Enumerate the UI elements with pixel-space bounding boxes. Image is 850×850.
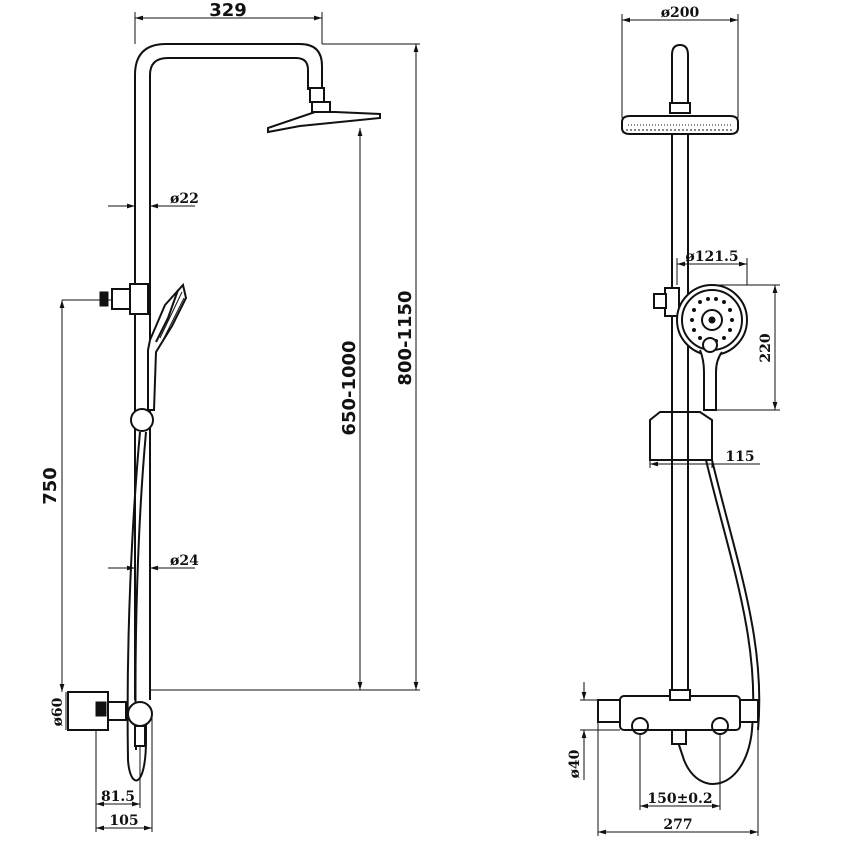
hose-front — [677, 459, 761, 785]
dim-650-1000: 650-1000 — [150, 128, 420, 691]
dim-115-label: 115 — [725, 449, 754, 465]
dim-81-5: 81.5 — [95, 730, 141, 832]
dim-115: 115 — [649, 449, 760, 468]
dim-650-1000-label: 650-1000 — [339, 340, 360, 435]
wall-outlet — [67, 691, 153, 747]
dim-105: 105 — [96, 716, 153, 832]
dim-750-label: 750 — [40, 467, 61, 505]
hand-shower-front — [653, 284, 748, 411]
dim-800-1150-label: 800-1150 — [395, 290, 416, 385]
front-arm — [669, 43, 691, 114]
dim-81-5-label: 81.5 — [101, 789, 135, 805]
dim-750: 750 — [40, 299, 112, 692]
hand-shower-side — [99, 282, 188, 411]
dim-220-label: 220 — [758, 333, 774, 362]
front-view: ø200 ø121.5 220 115 ø — [567, 5, 780, 836]
dim-105-label: 105 — [109, 813, 138, 829]
overhead-shower-head — [267, 87, 381, 134]
slide-knob — [130, 408, 154, 432]
dim-pipe-upper-label: ø22 — [170, 191, 199, 207]
dim-220: 220 — [712, 284, 780, 411]
dim-200-label: ø200 — [661, 5, 700, 21]
dim-valve-height-label: ø40 — [567, 749, 583, 778]
dim-outlet-diameter-label: ø60 — [50, 697, 66, 726]
dim-pipe-lower: ø24 — [108, 553, 199, 571]
dim-329-label: 329 — [209, 0, 247, 21]
dim-200: ø200 — [621, 5, 739, 118]
dim-800-1150: 800-1150 — [322, 43, 420, 690]
dim-pipe-upper: ø22 — [108, 191, 199, 209]
dim-277: 277 — [597, 722, 759, 836]
side-view: 329 ø22 ø24 750 650-1000 — [40, 0, 420, 832]
dim-valve-height: ø40 — [567, 682, 620, 780]
dim-329: 329 — [134, 0, 323, 44]
dim-valve-spacing-label: 150±0.2 — [647, 791, 712, 807]
dim-handset-diameter-label: ø121.5 — [685, 249, 738, 265]
riser-pipe — [134, 43, 323, 700]
dim-valve-spacing: 150±0.2 — [639, 734, 721, 810]
dim-277-label: 277 — [663, 817, 692, 833]
dim-pipe-lower-label: ø24 — [170, 553, 199, 569]
dim-handset-diameter: ø121.5 — [676, 249, 748, 285]
dim-outlet-diameter: ø60 — [50, 692, 67, 730]
overhead-shower-head-front — [621, 115, 739, 135]
holder-bracket-front — [649, 411, 713, 461]
mixer-valve-front — [597, 689, 759, 745]
